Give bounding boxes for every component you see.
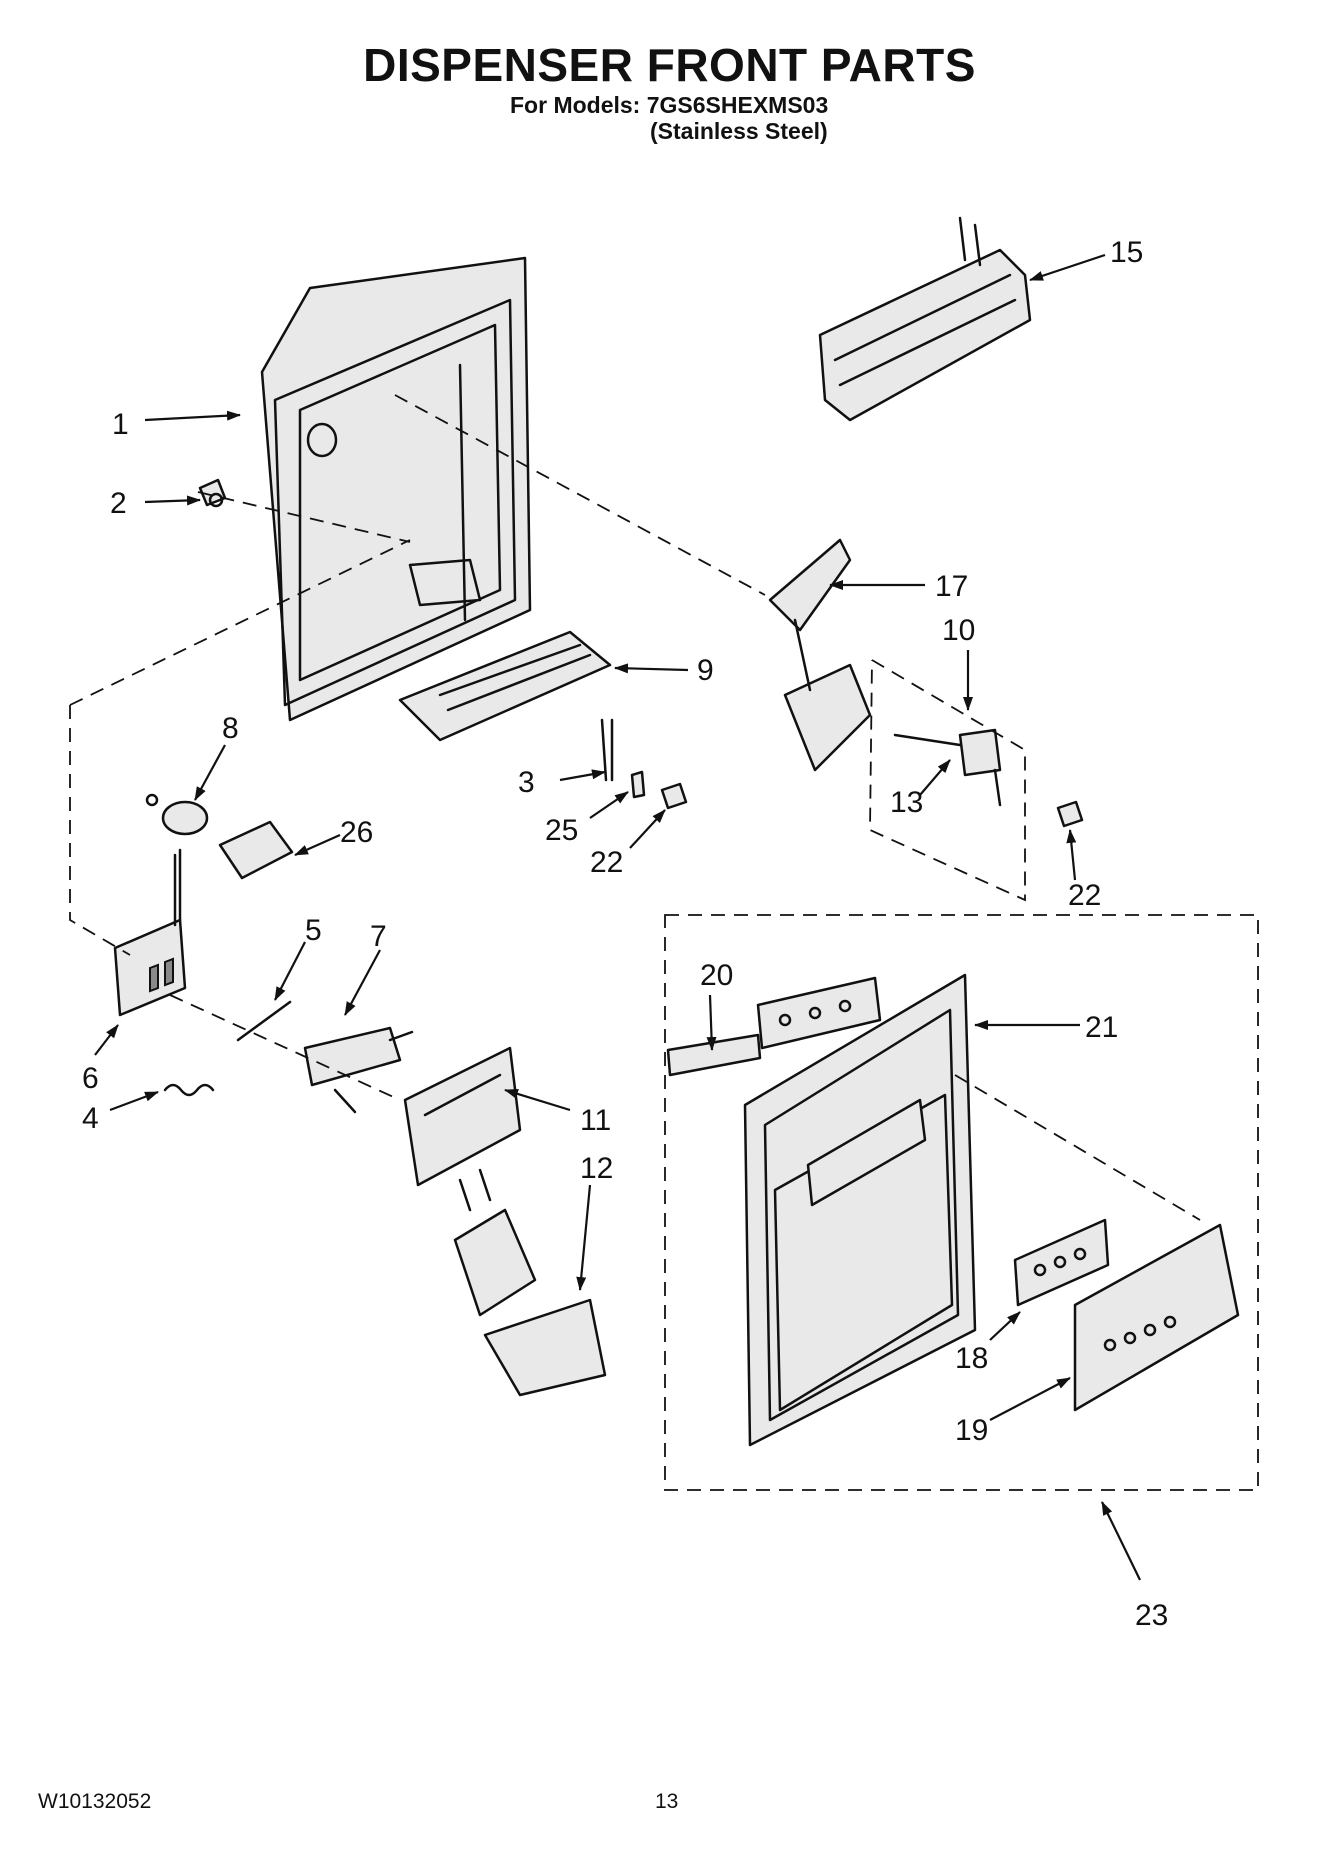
page-number: 13 [655, 1790, 679, 1813]
callout-9: 9 [697, 654, 714, 687]
callout-2: 2 [110, 487, 127, 520]
finish-line: (Stainless Steel) [650, 118, 828, 144]
callout-21: 21 [1085, 1011, 1118, 1044]
callout-19: 19 [955, 1414, 988, 1447]
dispenser-housing [260, 256, 532, 722]
ribbon-board [666, 976, 882, 1077]
solenoid-cover [218, 820, 294, 880]
solenoid [145, 793, 209, 836]
callout-22b: 22 [1068, 879, 1101, 912]
callout-15: 15 [1110, 236, 1143, 269]
callout-25: 25 [545, 814, 578, 847]
actuator [303, 1026, 414, 1114]
callout-numbers: 1 2 3 4 5 6 7 8 9 10 11 12 13 15 17 18 1… [82, 236, 1168, 1632]
callout-23: 23 [1135, 1599, 1168, 1632]
ice-paddle [768, 538, 872, 772]
callout-12: 12 [580, 1152, 613, 1185]
page-title: DISPENSER FRONT PARTS [363, 39, 976, 91]
water-paddle-funnel [453, 1168, 607, 1397]
control-housing [818, 216, 1032, 422]
callout-3: 3 [518, 766, 535, 799]
callout-6: 6 [82, 1062, 99, 1095]
callout-13: 13 [890, 786, 923, 819]
callout-20: 20 [700, 959, 733, 992]
callout-8: 8 [222, 712, 239, 745]
callout-17: 17 [935, 570, 968, 603]
callout-10: 10 [942, 614, 975, 647]
small-hardware [600, 718, 1084, 828]
callout-4: 4 [82, 1102, 99, 1135]
control-board [1013, 1218, 1110, 1307]
control-panel-face [1073, 1223, 1240, 1412]
lever-arm [893, 728, 1002, 807]
callout-22a: 22 [590, 846, 623, 879]
document-number: W10132052 [38, 1790, 152, 1813]
callout-26: 26 [340, 816, 373, 849]
drip-grille [398, 630, 612, 742]
models-line: For Models: 7GS6SHEXMS03 [510, 92, 829, 118]
pin-and-spring [163, 1000, 292, 1097]
callout-18: 18 [955, 1342, 988, 1375]
dispenser-front-frame [743, 973, 977, 1447]
leader-arrows [94, 253, 1141, 1581]
assembly-lines [69, 394, 1259, 1491]
callout-1: 1 [112, 408, 129, 441]
chute-door-assembly [403, 1046, 522, 1187]
control-module [113, 848, 187, 1017]
callout-7: 7 [370, 920, 387, 953]
callout-11: 11 [580, 1104, 611, 1137]
callout-5: 5 [305, 914, 322, 947]
